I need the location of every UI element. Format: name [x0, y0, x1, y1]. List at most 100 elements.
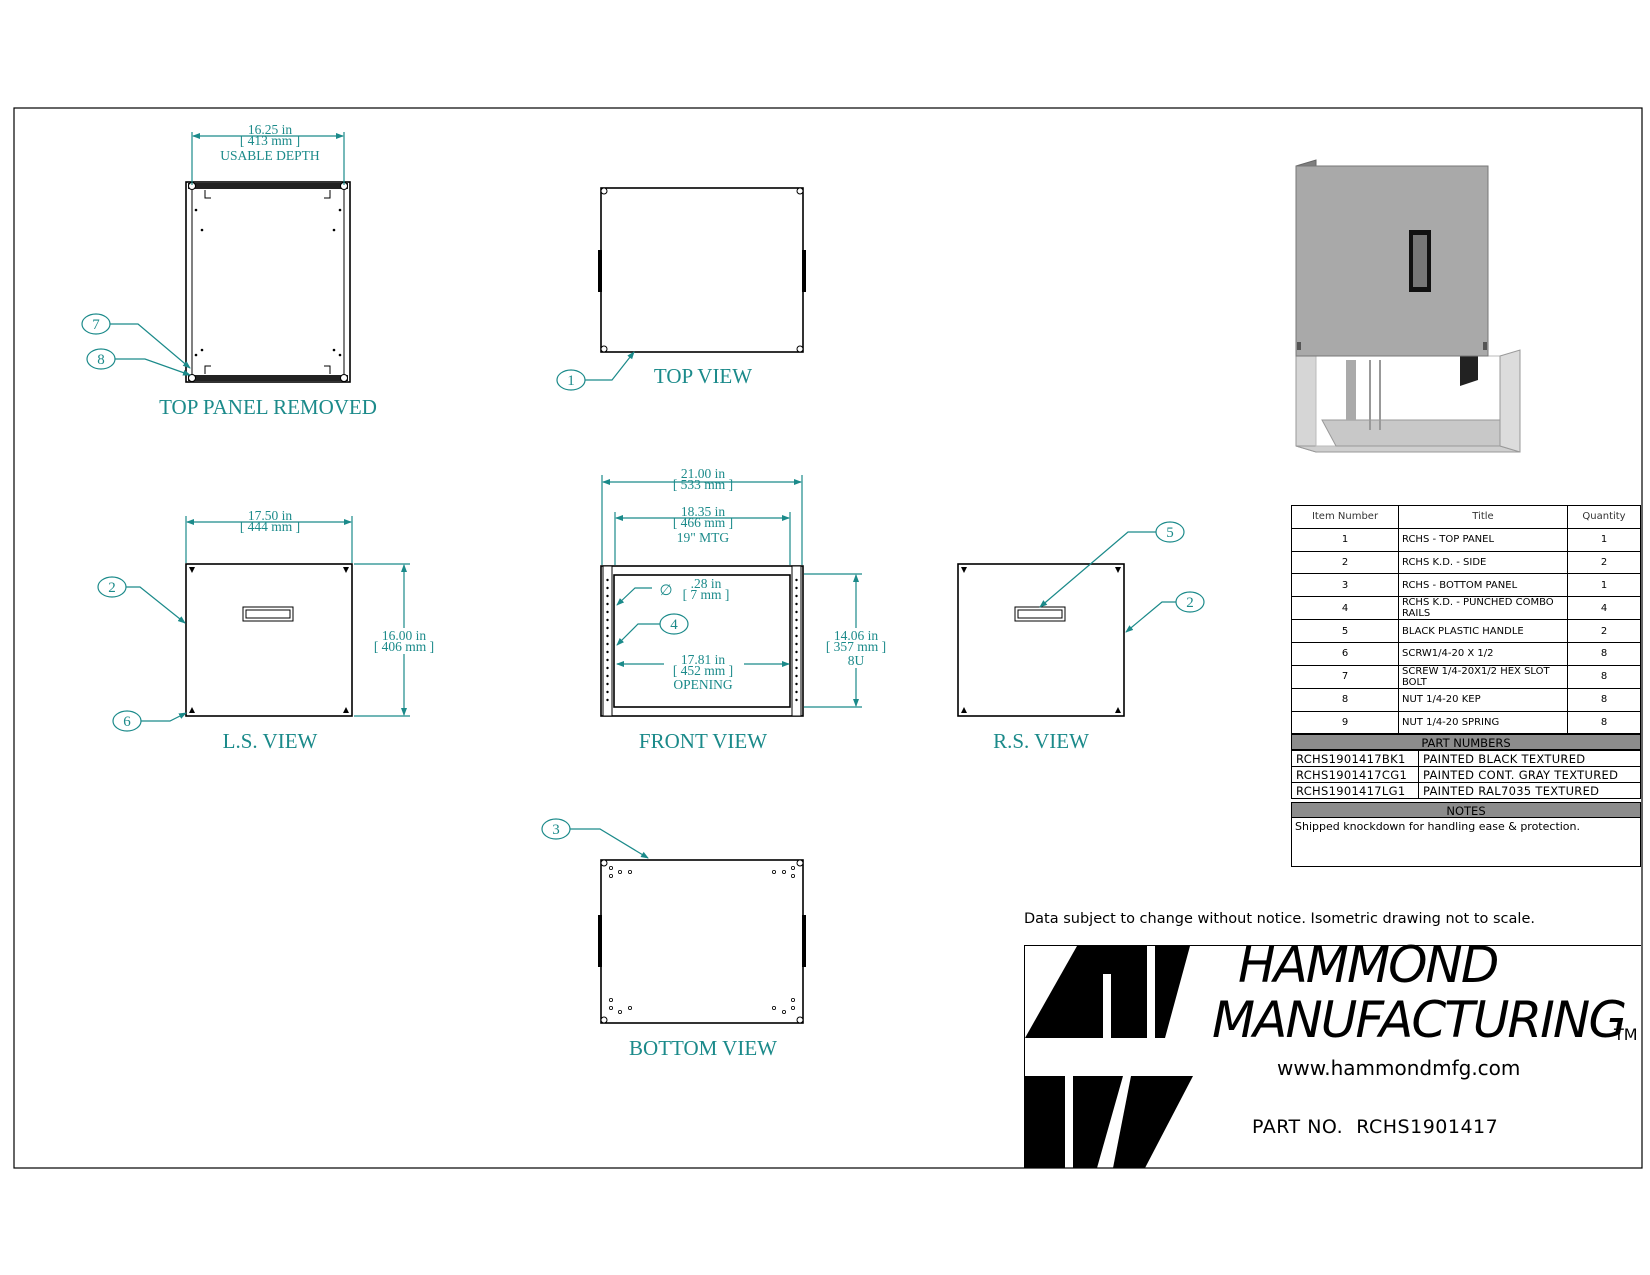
title-block [1024, 945, 1641, 1168]
mtg-label: 19" MTG [677, 530, 730, 545]
bottom-hole [782, 870, 787, 875]
rail-hole [606, 690, 609, 694]
bottom-hole [609, 874, 614, 879]
part-finish: PAINTED CONT. GRAY TEXTURED [1418, 766, 1641, 783]
bom-title: SCRW1/4-20 X 1/2 [1398, 641, 1568, 666]
view-title-ls-view: L.S. VIEW [223, 729, 318, 753]
rail-hole [795, 674, 798, 678]
rail-hole [606, 618, 609, 622]
balloon-8: 8 [97, 352, 105, 368]
rail-hole [795, 690, 798, 694]
sheet-border [13, 107, 1643, 1169]
top-panel-removed-view: 16.25 in [ 413 mm ] USABLE DEPTH 7 8 TOP… [81, 122, 377, 419]
bottom-hole [782, 1010, 787, 1015]
bottom-hole [772, 870, 777, 875]
bom-item: 7 [1291, 664, 1399, 689]
view-title-rs-view: R.S. VIEW [993, 729, 1089, 753]
bom-item: 3 [1291, 573, 1399, 598]
rail-hole [795, 586, 798, 590]
view-title-top-panel-removed: TOP PANEL REMOVED [159, 395, 377, 419]
balloon-5: 5 [1166, 525, 1174, 541]
part-number: RCHS1901417LG1 [1291, 782, 1419, 799]
part-number: RCHS1901417CG1 [1291, 766, 1419, 783]
brand-name-line2: MANUFACTURING [1212, 991, 1627, 1049]
bom-qty: 8 [1567, 687, 1641, 712]
mtg-mm: [ 466 mm ] [673, 515, 733, 530]
bom-title: NUT 1/4-20 KEP [1398, 687, 1568, 712]
part-numbers-header: PART NUMBERS [1291, 734, 1641, 750]
rail-hole [795, 602, 798, 606]
notes-text: Shipped knockdown for handling ease & pr… [1291, 818, 1641, 867]
view-title-front-view: FRONT VIEW [639, 729, 767, 753]
opening-in: 17.81 in [681, 652, 726, 667]
bottom-hole [618, 870, 623, 875]
usable-depth-mm: [ 413 mm ] [240, 133, 300, 148]
rail-hole [606, 626, 609, 630]
rs-view: 5 2 R.S. VIEW [957, 521, 1205, 753]
rail-hole [606, 674, 609, 678]
part-number: RCHS1901417BK1 [1291, 750, 1419, 767]
part-number-block: PART NO. RCHS1901417 [1252, 1116, 1498, 1138]
rail-hole [795, 578, 798, 582]
opening-mm: [ 452 mm ] [673, 663, 733, 678]
top-view: 1 TOP VIEW [556, 187, 806, 391]
rail-hole [795, 682, 798, 686]
bottom-hole [628, 1006, 633, 1011]
front-height-in: 14.06 in [834, 628, 879, 643]
balloon-4: 4 [670, 617, 678, 633]
rail-hole [606, 586, 609, 590]
bom-qty: 2 [1567, 550, 1641, 575]
ls-width-in: 17.50 in [248, 508, 293, 523]
rail-hole [606, 698, 609, 702]
bottom-hole [791, 866, 796, 871]
bom-qty: 1 [1567, 573, 1641, 598]
usable-depth-label: USABLE DEPTH [220, 148, 320, 163]
bom-header-quantity: Quantity [1567, 505, 1641, 529]
bom-qty: 1 [1567, 527, 1641, 552]
balloon-1: 1 [567, 373, 575, 389]
rail-hole [606, 642, 609, 646]
bottom-hole [609, 998, 614, 1003]
hole-mm: [ 7 mm ] [683, 587, 730, 602]
bottom-hole [791, 874, 796, 879]
bom-qty: 8 [1567, 710, 1641, 735]
hole-diameter-symbol: ∅ [659, 583, 672, 599]
rail-hole [795, 626, 798, 630]
balloon-2-right: 2 [1186, 595, 1194, 611]
rail-hole [606, 602, 609, 606]
website-link[interactable]: www.hammondmfg.com [1277, 1056, 1521, 1080]
ls-height-in: 16.00 in [382, 628, 427, 643]
bom-title: RCHS - TOP PANEL [1398, 527, 1568, 552]
rail-hole [606, 650, 609, 654]
bom-qty: 2 [1567, 619, 1641, 643]
rail-hole [606, 666, 609, 670]
bottom-view: 3 BOTTOM VIEW [541, 818, 806, 1060]
mtg-in: 18.35 in [681, 504, 726, 519]
rail-hole [795, 666, 798, 670]
rail-hole [795, 658, 798, 662]
bom-title: RCHS K.D. - SIDE [1398, 550, 1568, 575]
balloon-3: 3 [552, 822, 560, 838]
disclaimer: Data subject to change without notice. I… [1024, 911, 1535, 927]
bom-item: 2 [1291, 550, 1399, 575]
notes-header: NOTES [1291, 802, 1641, 818]
rail-hole [795, 610, 798, 614]
ls-height-mm: [ 406 mm ] [374, 639, 434, 654]
bom-qty: 8 [1567, 664, 1641, 689]
front-width-mm: [ 533 mm ] [673, 477, 733, 492]
part-no-value: RCHS1901417 [1356, 1116, 1499, 1138]
ls-view: 17.50 in [ 444 mm ] 16.00 in [ 406 mm ] … [97, 508, 436, 753]
bom-header-item: Item Number [1291, 505, 1399, 529]
view-title-bottom-view: BOTTOM VIEW [629, 1036, 777, 1060]
bottom-hole [609, 866, 614, 871]
